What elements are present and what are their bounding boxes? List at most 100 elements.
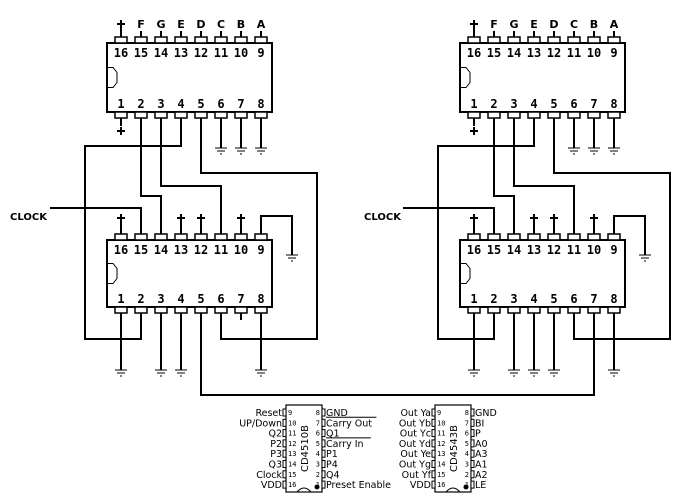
- pin-pad-top: [154, 36, 168, 44]
- pin-pad-bottom: [587, 306, 601, 314]
- wire: [160, 118, 222, 234]
- pin-number-top: 11: [214, 243, 228, 257]
- pinout-pin-number: 11: [288, 430, 296, 438]
- pinout-pin-label: P1: [326, 449, 338, 460]
- pin-pad-bottom: [234, 306, 248, 314]
- pinout-pin-label: Reset: [255, 408, 282, 419]
- pin-pad-bottom: [254, 306, 268, 314]
- pinout-pin-right: [470, 439, 475, 448]
- pin-number-top: 14: [154, 46, 168, 60]
- wire: [493, 118, 515, 234]
- pin-number-bottom: 8: [257, 97, 264, 111]
- pinout-pin-label: Out Yf: [402, 470, 432, 481]
- pin-number-top: 15: [487, 46, 501, 60]
- pinout-pin-right: [470, 418, 475, 427]
- pinout-pin-number: 1: [465, 481, 469, 489]
- pinout-pin-number: 2: [316, 471, 320, 479]
- pinout-legends: CD4510B9Reset10UP/Down11Q212P213P314Q315…: [239, 404, 497, 493]
- segment-label: A: [610, 18, 619, 31]
- ground-icon: [588, 147, 600, 155]
- pinout-pin-number: 15: [288, 471, 296, 479]
- pin-number-top: 16: [467, 243, 481, 257]
- pin-pad-top: [547, 233, 561, 241]
- pinout-pin-number: 12: [288, 440, 296, 448]
- pin-number-top: 10: [234, 46, 248, 60]
- pinout-pin-label: Clock: [256, 470, 282, 481]
- wire: [200, 118, 318, 340]
- pin-pad-top: [467, 233, 481, 241]
- pin-number-bottom: 5: [550, 292, 557, 306]
- ground-icon: [639, 254, 651, 262]
- pinout-pin-label: Out Yc: [400, 429, 431, 440]
- pin-pad-bottom: [234, 111, 248, 119]
- ground-icon: [508, 369, 520, 377]
- pin-pad-top: [567, 233, 581, 241]
- pinout-pin-number: 5: [465, 440, 469, 448]
- pinout-pin-right: [321, 470, 326, 479]
- pin-pad-top: [214, 233, 228, 241]
- pinout-pin-number: 13: [437, 450, 445, 458]
- pin1-dot-icon: [463, 484, 469, 490]
- pin-pad-bottom: [527, 306, 541, 314]
- pinout-pin-right: [321, 449, 326, 458]
- pinout-part-name: CD4510B: [300, 425, 311, 472]
- pin-pad-bottom: [507, 111, 521, 119]
- pinout-pin-left: [431, 460, 436, 468]
- pinout-pin-number: 13: [288, 450, 296, 458]
- pinout-pin-right: [470, 460, 475, 468]
- pinout-pin-left: [431, 470, 436, 479]
- pin-number-bottom: 3: [157, 292, 164, 306]
- ic-body: [459, 239, 626, 308]
- pin-number-top: 16: [467, 46, 481, 60]
- pinout-pin-right: [321, 439, 326, 448]
- pinout-pin-label: GND: [475, 408, 497, 419]
- wire: [140, 118, 162, 234]
- pinout-part-name: CD4543B: [449, 425, 460, 472]
- pin-pad-top: [527, 36, 541, 44]
- pin-number-top: 15: [487, 243, 501, 257]
- pin-number-bottom: 5: [197, 97, 204, 111]
- ic-notch: [108, 67, 118, 88]
- segment-label: E: [530, 18, 538, 31]
- pinout-pin-label: P4: [326, 460, 338, 471]
- ground-icon: [155, 369, 167, 377]
- pinout-pin-right: [470, 480, 475, 489]
- pin-pad-bottom: [214, 306, 228, 314]
- pin-pad-top: [194, 36, 208, 44]
- clock-label-left: CLOCK: [10, 212, 48, 223]
- pin-number-bottom: 4: [177, 292, 184, 306]
- pinout-ic-body: [285, 404, 323, 493]
- ground-icon: [175, 369, 187, 377]
- pinout-pin-left: [282, 449, 287, 458]
- pinout-pin-number: 8: [316, 409, 320, 417]
- pinout-pin-number: 14: [288, 461, 296, 469]
- pin-number-top: 13: [527, 46, 541, 60]
- segment-label: F: [137, 18, 145, 31]
- pin-number-top: 9: [257, 243, 264, 257]
- pin-number-top: 10: [587, 46, 601, 60]
- pinout-pin-left: [282, 429, 287, 438]
- ic-notch: [461, 67, 471, 88]
- pin-number-bottom: 2: [490, 292, 497, 306]
- pinout-pin-label: P: [475, 429, 481, 440]
- pin-pad-bottom: [607, 306, 621, 314]
- pin-number-top: 12: [547, 243, 561, 257]
- pin-number-bottom: 2: [137, 292, 144, 306]
- pin-pad-top: [174, 233, 188, 241]
- pin-number-top: 14: [507, 46, 521, 60]
- ground-icon: [215, 147, 227, 155]
- pin-number-bottom: 1: [470, 97, 477, 111]
- pin-number-top: 12: [547, 46, 561, 60]
- pinout-pin-label: Carry In: [326, 439, 364, 450]
- segment-label: B: [237, 18, 245, 31]
- pin-number-bottom: 1: [470, 292, 477, 306]
- pinout-cd4510b: CD4510B9Reset10UP/Down11Q212P213P314Q315…: [239, 404, 391, 493]
- pin-pad-bottom: [114, 111, 128, 119]
- pin-number-bottom: 7: [590, 97, 597, 111]
- pin-number-top: 16: [114, 46, 128, 60]
- pin-pad-top: [194, 233, 208, 241]
- pinout-pin-number: 9: [288, 409, 292, 417]
- pinout-pin-number: 6: [465, 430, 469, 438]
